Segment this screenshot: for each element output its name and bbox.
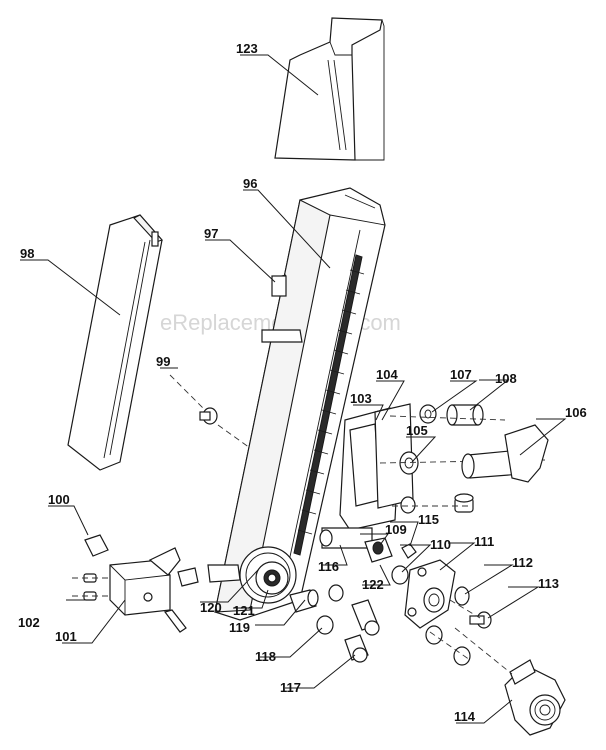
label-103: 103 [350,391,372,406]
label-101: 101 [55,629,77,644]
label-120: 120 [200,600,222,615]
label-108: 108 [495,371,517,386]
part-96-column [207,187,386,621]
label-105: 105 [406,423,428,438]
label-122: 122 [362,577,384,592]
label-114: 114 [454,709,476,724]
part-labels: 123 96 97 98 99 100 101 102 103 104 105 … [18,41,587,724]
part-100-pin [84,534,109,557]
part-screw-row [392,493,474,514]
label-117: 117 [280,680,301,695]
part-102-screws [72,573,110,601]
part-122-screws [328,584,380,636]
label-112: 112 [512,555,533,570]
leader-lines [20,54,567,724]
part-106-knob [461,424,549,483]
label-102: 102 [18,615,40,630]
label-96: 96 [243,176,257,191]
rack-teeth [293,254,365,556]
label-99: 99 [156,354,170,369]
part-108-bushing [446,404,484,426]
label-104: 104 [376,367,398,382]
label-116: 116 [318,559,339,574]
label-97: 97 [204,226,218,241]
label-121: 121 [233,603,255,618]
part-97-spring [271,274,287,297]
label-107: 107 [450,367,472,382]
label-100: 100 [48,492,70,507]
label-119: 119 [229,620,250,635]
part-111-flange-plate [404,559,456,629]
part-lower-washers [425,625,471,666]
axis-line-upper [389,415,506,421]
part-105-washer [399,451,419,475]
part-109-bushing [364,537,393,563]
part-123-plate [274,17,385,161]
label-98: 98 [20,246,34,261]
part-115-nut [401,543,417,559]
part-118-washer [316,615,334,635]
part-99-screw [169,374,251,449]
part-112-washer [454,586,470,606]
part-98-rail [67,214,163,471]
part-113-screw [449,599,492,629]
part-116-bracket [319,527,373,549]
part-107-washer [419,404,437,424]
label-115: 115 [418,512,439,527]
label-111: 111 [474,534,494,549]
part-117-screw [344,634,369,663]
label-113: 113 [538,576,559,591]
part-119-shaft [289,589,319,613]
part-121-bearing [255,561,289,595]
part-101-bracket [109,547,199,633]
label-123: 123 [236,41,258,56]
label-110: 110 [430,537,451,552]
label-106: 106 [565,405,587,420]
label-109: 109 [385,522,407,537]
part-114-knob [454,627,566,736]
label-118: 118 [255,649,276,664]
